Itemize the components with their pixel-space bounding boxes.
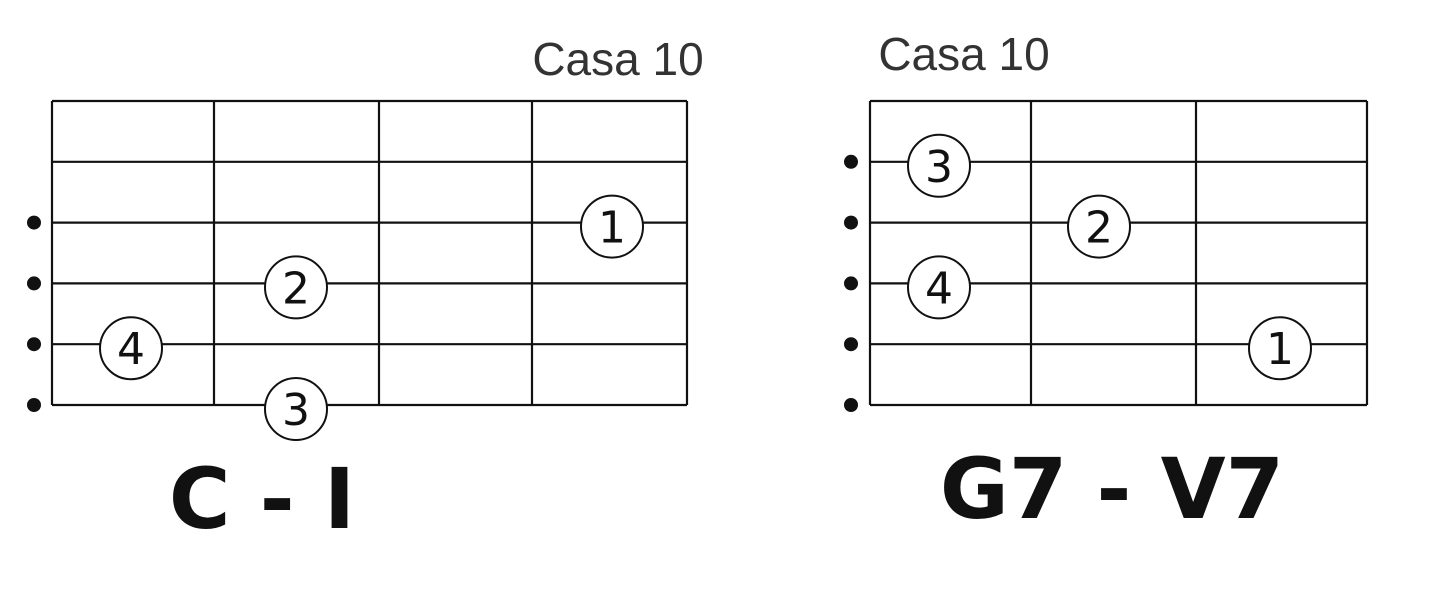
- finger-circle: [1248, 316, 1312, 381]
- chord-diagram-g7: Casa 10 3 2 4 1 G7 - V7: [844, 28, 1369, 538]
- played-string-dot: [844, 215, 858, 230]
- finger-number: 1: [598, 203, 626, 254]
- finger-number: 2: [1085, 203, 1113, 254]
- finger-circle: [1067, 194, 1131, 259]
- finger-marker: 4: [907, 255, 971, 320]
- played-string-dot: [27, 398, 41, 412]
- finger-circle: [580, 194, 644, 259]
- played-string-dot: [27, 337, 41, 352]
- finger-marker: 2: [264, 255, 328, 320]
- finger-circle: [907, 133, 971, 198]
- finger-number: 2: [282, 263, 310, 314]
- finger-marker: 2: [1067, 194, 1131, 259]
- finger-number: 3: [282, 385, 310, 436]
- chord-name: G7 - V7: [940, 440, 1284, 538]
- chord-diagram-c: Casa 10 1 2 4 3 C - I: [27, 33, 704, 548]
- chord-name: C - I: [169, 450, 355, 548]
- finger-number: 1: [1266, 324, 1294, 375]
- finger-positions: 1 2 4 3: [99, 194, 644, 441]
- fret-position-label: Casa 10: [878, 28, 1049, 80]
- finger-marker: 1: [580, 194, 644, 259]
- finger-marker: 3: [907, 133, 971, 198]
- finger-circle: [907, 255, 971, 320]
- finger-number: 4: [925, 263, 953, 314]
- played-string-dot: [844, 154, 858, 169]
- played-string-dot: [844, 276, 858, 291]
- finger-circle: [99, 316, 163, 381]
- played-string-markers: [27, 215, 41, 412]
- played-string-dot: [844, 337, 858, 352]
- played-string-dot: [27, 276, 41, 291]
- finger-number: 3: [925, 142, 953, 193]
- finger-circle: [264, 377, 328, 441]
- finger-marker: 1: [1248, 316, 1312, 381]
- played-string-dot: [27, 215, 41, 230]
- played-string-dot: [844, 398, 858, 412]
- fret-position-label: Casa 10: [532, 33, 703, 85]
- finger-marker: 4: [99, 316, 163, 381]
- finger-positions: 3 2 4 1: [907, 133, 1312, 381]
- finger-number: 4: [117, 324, 145, 375]
- played-string-markers: [844, 154, 858, 412]
- finger-marker: 3: [264, 377, 328, 441]
- finger-circle: [264, 255, 328, 320]
